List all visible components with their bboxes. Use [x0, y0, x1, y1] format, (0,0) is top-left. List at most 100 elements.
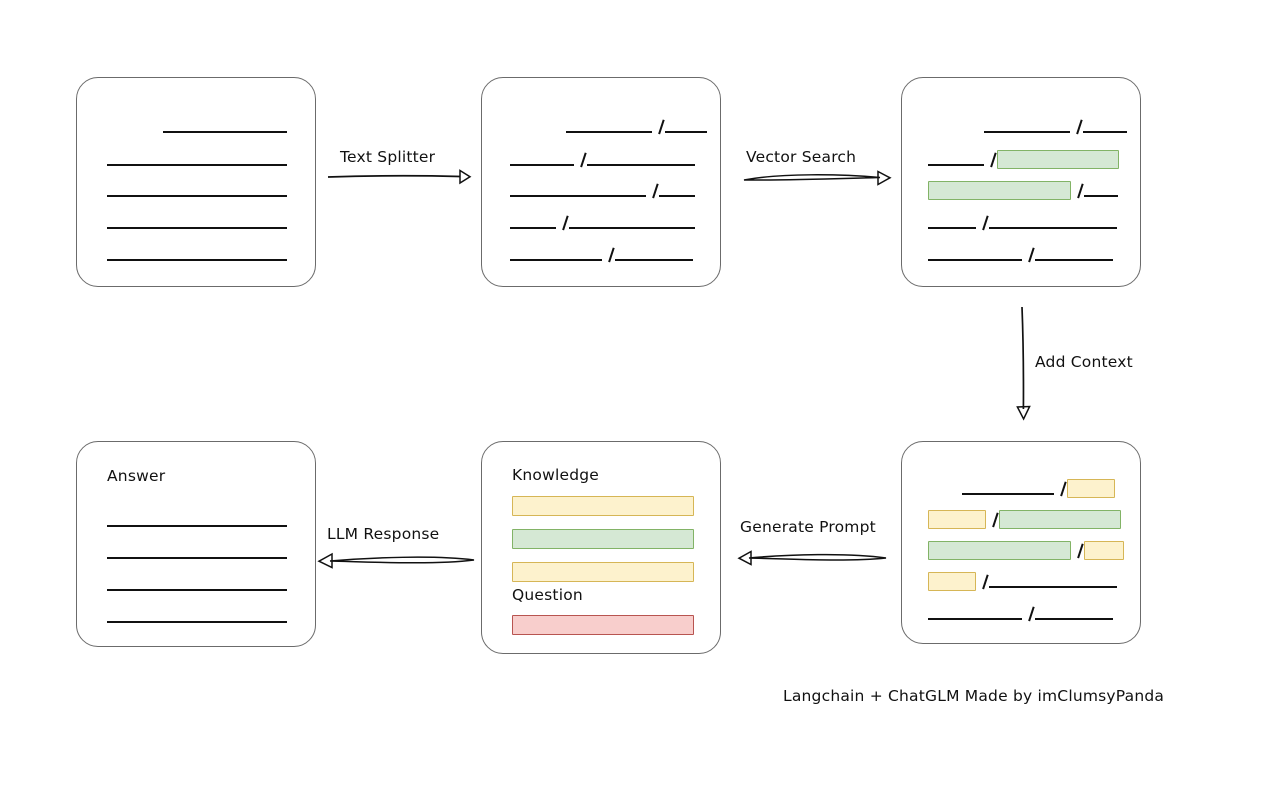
document-line: [928, 479, 1120, 498]
matched-segment-green: [999, 510, 1121, 529]
segment-separator: [1022, 605, 1035, 622]
segment-separator: [602, 246, 615, 263]
footer-credit: Langchain + ChatGLM Made by imClumsyPand…: [783, 687, 1165, 705]
question-label: Question: [512, 586, 583, 604]
text-segment: [665, 118, 707, 135]
knowledge-chunk-yellow: [512, 562, 694, 582]
edge-label-vector-search: Vector Search: [746, 148, 857, 166]
document-line: [107, 214, 287, 231]
document-line: [510, 214, 696, 231]
node-prompt[interactable]: Knowledge Question: [481, 441, 721, 654]
segment-separator: [976, 573, 989, 590]
document-line: [510, 118, 707, 135]
document-line: [107, 246, 287, 263]
text-segment: [510, 246, 602, 263]
knowledge-chunk-yellow: [512, 496, 694, 516]
edge-label-llm-response: LLM Response: [327, 525, 440, 543]
edge-label-add-context: Add Context: [1035, 353, 1133, 371]
text-segment: [1035, 246, 1113, 263]
document-line: [928, 150, 1120, 169]
text-segment: [107, 182, 287, 199]
document-line: [928, 510, 1121, 529]
text-segment: [107, 214, 287, 231]
context-segment-yellow: [1067, 479, 1115, 498]
segment-separator: [556, 214, 569, 231]
text-segment: [659, 182, 695, 199]
document-line: [928, 118, 1127, 135]
arrow-generate-prompt: [737, 550, 887, 566]
matched-segment-green: [928, 541, 1071, 560]
text-segment: [984, 118, 1070, 135]
document-line: [928, 605, 1120, 622]
text-segment: [510, 151, 574, 168]
text-segment: [989, 573, 1117, 590]
segment-separator: [1070, 118, 1083, 135]
node-context-document[interactable]: [901, 441, 1141, 644]
text-segment: [569, 214, 695, 231]
arrow-vector-search: [743, 170, 892, 186]
document-line: [107, 182, 287, 199]
document-line: [928, 246, 1120, 263]
text-segment: [163, 118, 287, 135]
text-segment: [510, 214, 556, 231]
text-segment: [615, 246, 693, 263]
question-chunk-red: [512, 615, 694, 635]
document-line: [107, 151, 287, 168]
segment-separator: [976, 214, 989, 231]
text-segment: [107, 512, 287, 529]
segment-separator: [986, 511, 999, 528]
text-segment: [566, 118, 652, 135]
context-segment-yellow: [1084, 541, 1124, 560]
context-segment-yellow: [928, 510, 986, 529]
text-segment: [928, 214, 976, 231]
answer-line: [107, 544, 287, 561]
text-segment: [989, 214, 1117, 231]
knowledge-chunk-green: [512, 529, 694, 549]
document-line: [928, 541, 1124, 560]
text-segment: [928, 605, 1022, 622]
text-segment: [107, 608, 287, 625]
edge-label-generate-prompt: Generate Prompt: [740, 518, 876, 536]
document-line: [928, 572, 1120, 591]
text-segment: [510, 182, 646, 199]
answer-label: Answer: [107, 467, 166, 485]
node-source-document[interactable]: [76, 77, 316, 287]
document-line: [928, 181, 1120, 200]
arrow-add-context: [1016, 306, 1031, 421]
segment-separator: [646, 182, 659, 199]
document-line: [510, 182, 696, 199]
text-segment: [107, 544, 287, 561]
matched-segment-green: [928, 181, 1071, 200]
node-retrieved-document[interactable]: [901, 77, 1141, 287]
edge-label-text-splitter: Text Splitter: [340, 148, 436, 166]
matched-segment-green: [997, 150, 1119, 169]
text-segment: [1084, 182, 1118, 199]
node-answer[interactable]: Answer: [76, 441, 316, 647]
segment-separator: [1071, 182, 1084, 199]
segment-separator: [574, 151, 587, 168]
document-line: [107, 118, 287, 135]
document-line: [510, 151, 696, 168]
context-segment-yellow: [928, 572, 976, 591]
segment-separator: [652, 118, 665, 135]
answer-line: [107, 576, 287, 593]
segment-separator: [1022, 246, 1035, 263]
text-segment: [1083, 118, 1127, 135]
text-segment: [928, 151, 984, 168]
text-segment: [107, 246, 287, 263]
text-segment: [107, 151, 287, 168]
text-segment: [962, 480, 1054, 497]
arrow-text-splitter: [327, 169, 472, 185]
node-split-document[interactable]: [481, 77, 721, 287]
text-segment: [587, 151, 695, 168]
text-segment: [928, 246, 1022, 263]
text-segment: [107, 576, 287, 593]
answer-line: [107, 608, 287, 625]
segment-separator: [984, 151, 997, 168]
segment-separator: [1071, 542, 1084, 559]
arrow-llm-response: [317, 552, 475, 569]
document-line: [928, 214, 1120, 231]
knowledge-label: Knowledge: [512, 466, 600, 484]
document-line: [510, 246, 696, 263]
